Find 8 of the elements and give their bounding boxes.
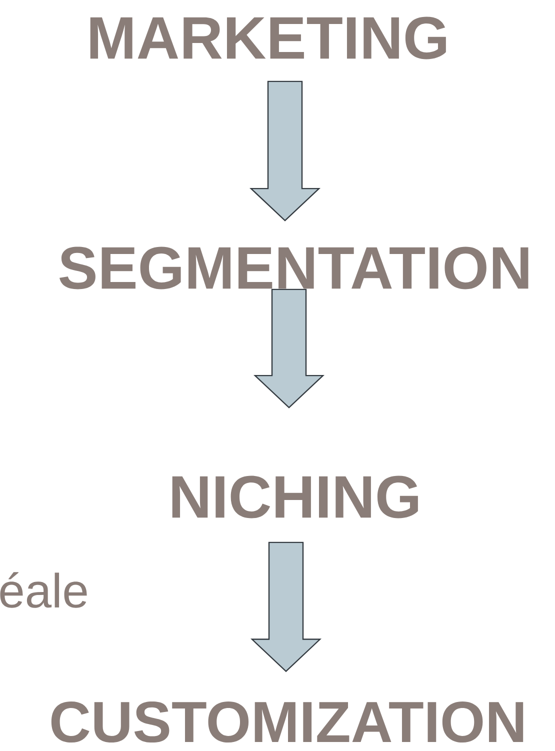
heading-text: NICHING: [172, 476, 418, 518]
heading-text: MARKETING: [90, 16, 446, 60]
label-text: éale: [0, 572, 87, 608]
heading-text: SEGMENTATION: [60, 246, 528, 290]
block-arrow: [250, 80, 321, 222]
block-arrow: [250, 542, 322, 672]
block-arrow: [253, 288, 325, 408]
heading-text: CUSTOMIZATION: [51, 701, 524, 743]
